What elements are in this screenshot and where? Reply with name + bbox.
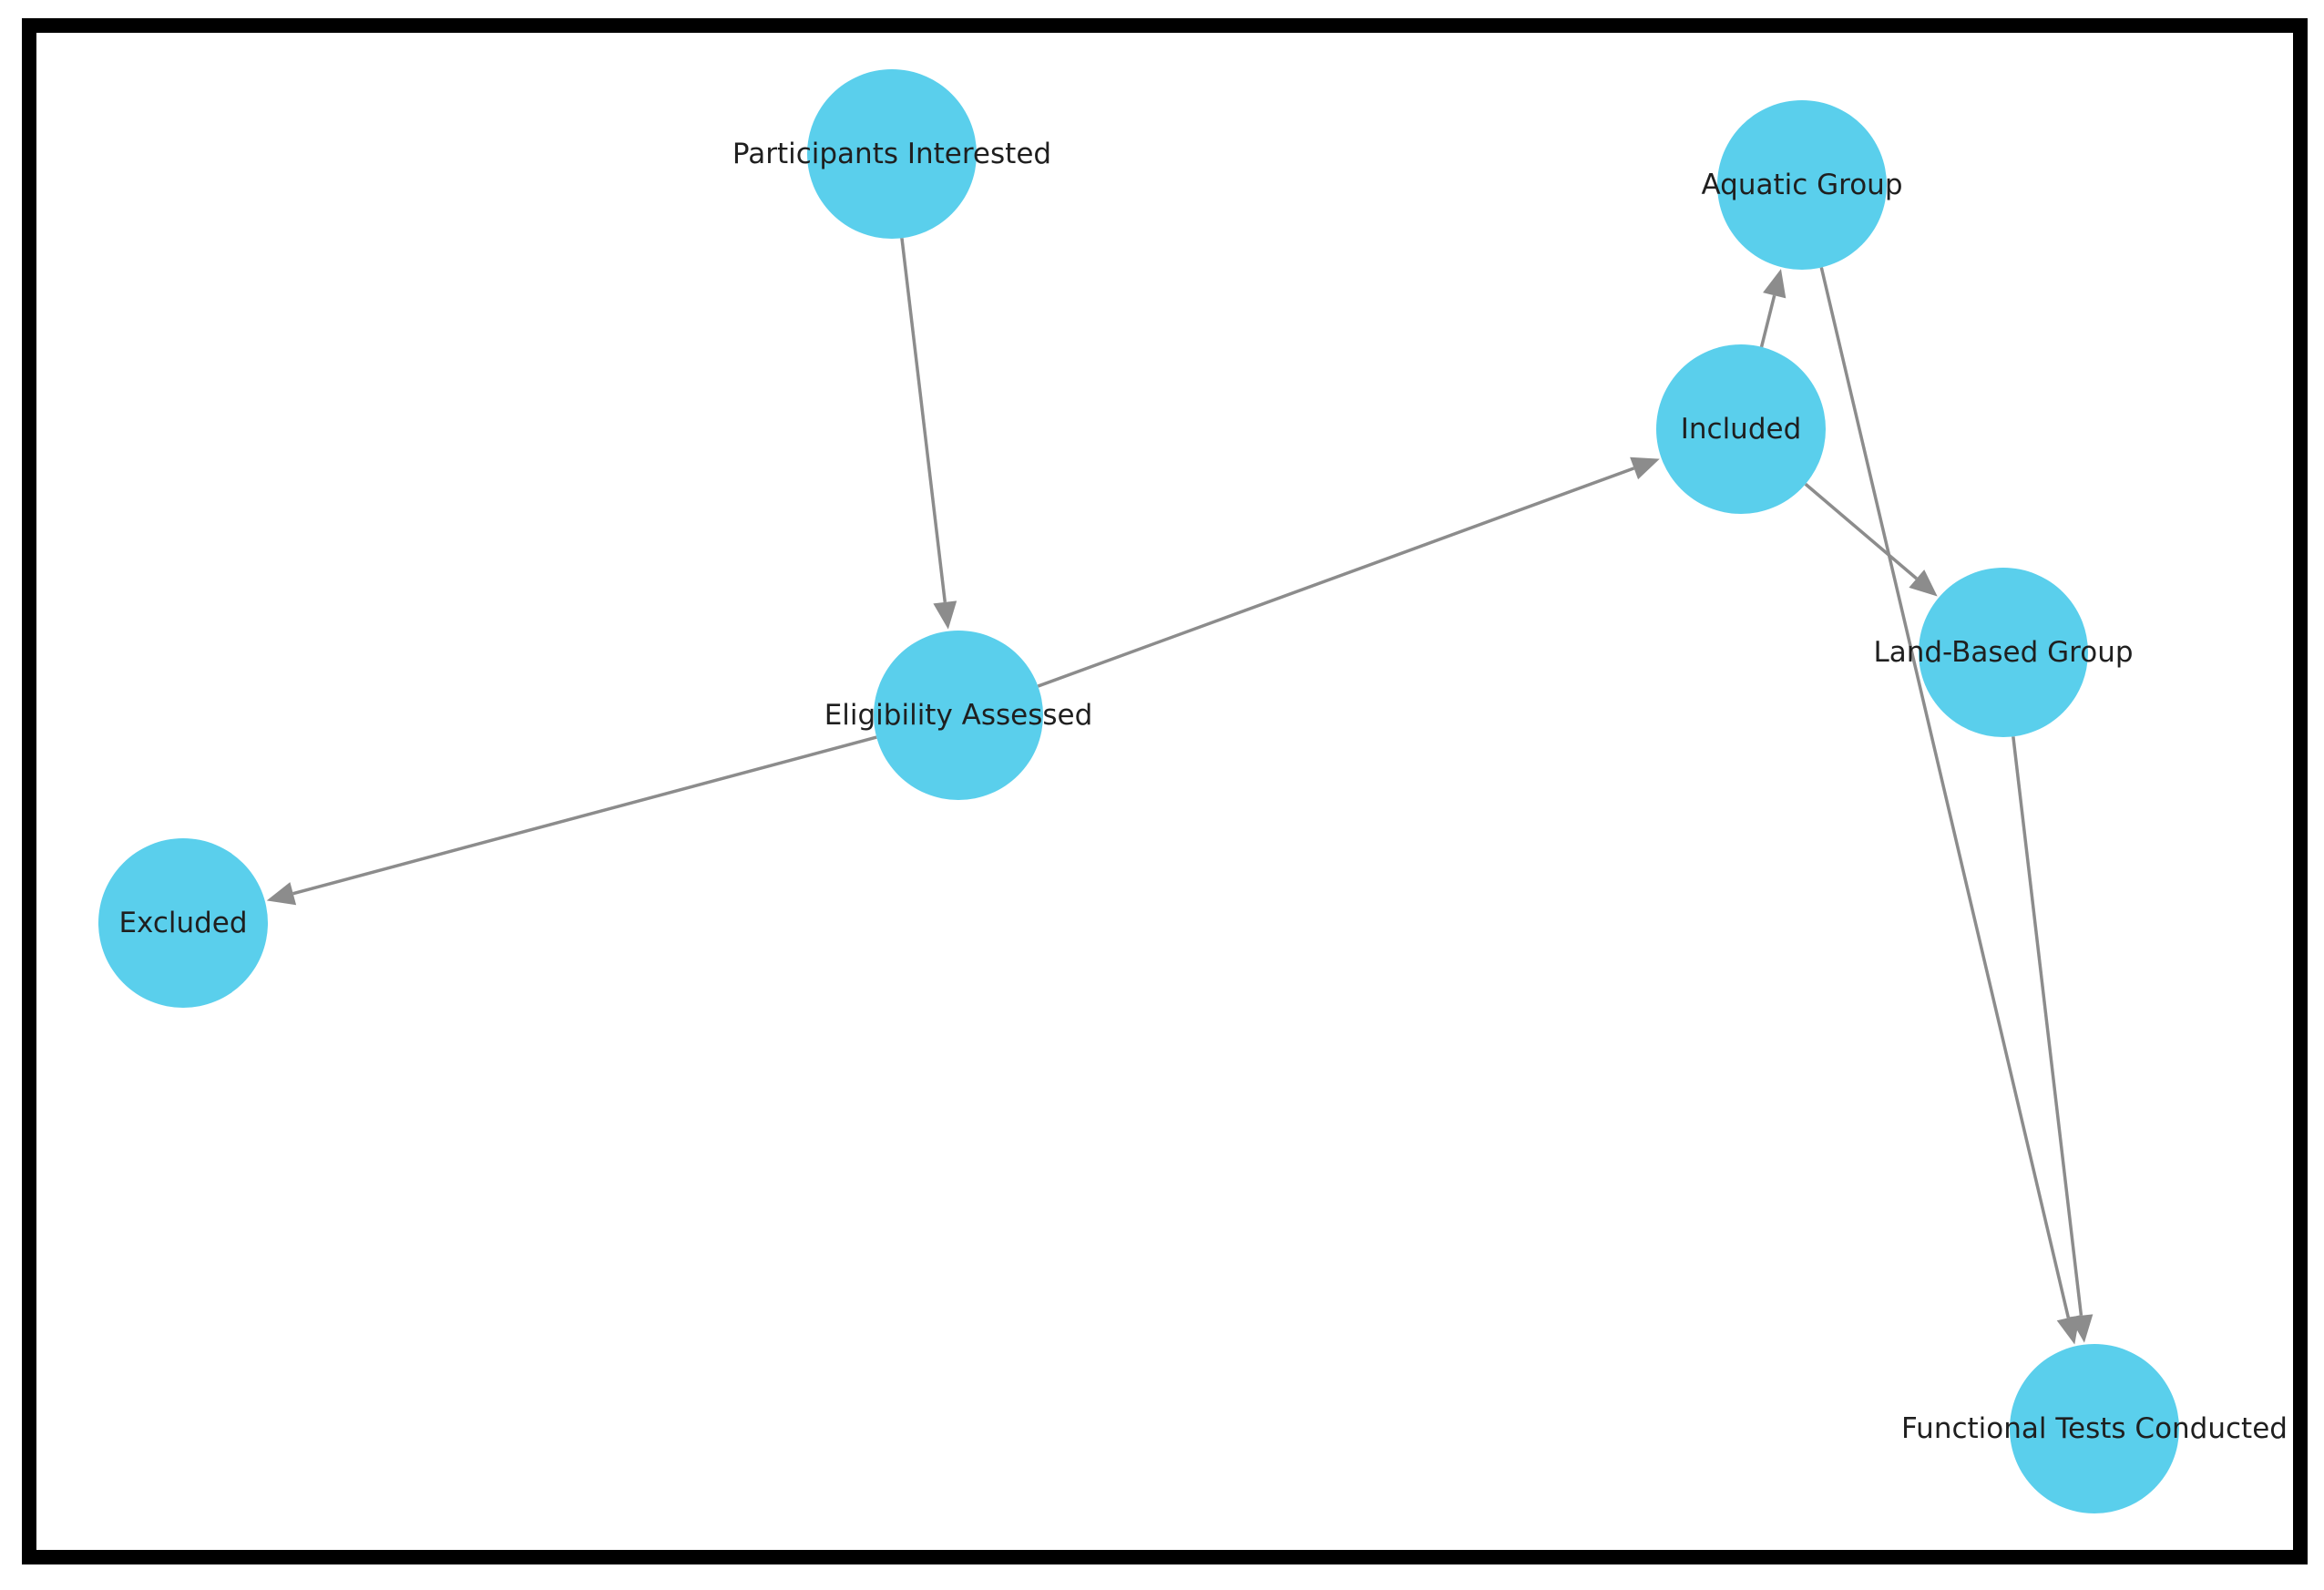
node-circle (1656, 344, 1826, 514)
node-circle (98, 838, 268, 1008)
edge-included-to-aquatic-group (1759, 269, 1787, 348)
node-circle (2010, 1344, 2179, 1513)
edge-included-to-land-based-group (1804, 482, 1938, 597)
node-eligibility-assessed: Eligibility Assessed (824, 631, 1093, 800)
edge-land-based-group-to-functional-tests-conducted (2012, 736, 2094, 1343)
node-label: Participants Interested (732, 138, 1051, 170)
node-functional-tests-conducted: Functional Tests Conducted (1901, 1344, 2288, 1513)
node-circle (874, 631, 1043, 800)
node-included: Included (1656, 344, 1826, 514)
edge-eligibility-assessed-to-included (1037, 456, 1660, 688)
diagram-frame (22, 18, 2308, 1564)
node-label: Excluded (118, 907, 247, 939)
edge-participants-interested-to-eligibility-assessed (900, 238, 957, 630)
node-circle (807, 69, 977, 239)
edge-line (292, 735, 877, 896)
edge-line (900, 238, 947, 603)
node-circle (1919, 568, 2088, 737)
node-excluded: Excluded (98, 838, 268, 1008)
edge-line (1759, 294, 1776, 348)
node-label: Eligibility Assessed (824, 699, 1093, 732)
arrowhead-icon (1630, 456, 1660, 480)
arrowhead-icon (1763, 269, 1787, 299)
arrowhead-icon (2069, 1314, 2094, 1343)
node-label: Included (1681, 413, 1802, 446)
edge-line (2012, 736, 2083, 1317)
node-label: Aquatic Group (1701, 169, 1902, 201)
edge-line (1037, 467, 1635, 688)
arrowhead-icon (266, 882, 297, 906)
edge-eligibility-assessed-to-excluded (266, 735, 877, 906)
arrowhead-icon (1909, 569, 1938, 597)
arrowhead-icon (933, 600, 957, 630)
node-aquatic-group: Aquatic Group (1701, 100, 1903, 270)
edge-line (1819, 267, 2071, 1318)
node-circle (1717, 100, 1887, 270)
node-land-based-group: Land-Based Group (1873, 568, 2134, 737)
node-label: Functional Tests Conducted (1901, 1412, 2288, 1445)
edges-layer (266, 238, 2094, 1345)
node-participants-interested: Participants Interested (732, 69, 1051, 239)
node-label: Land-Based Group (1873, 636, 2133, 669)
edge-line (1804, 482, 1918, 580)
